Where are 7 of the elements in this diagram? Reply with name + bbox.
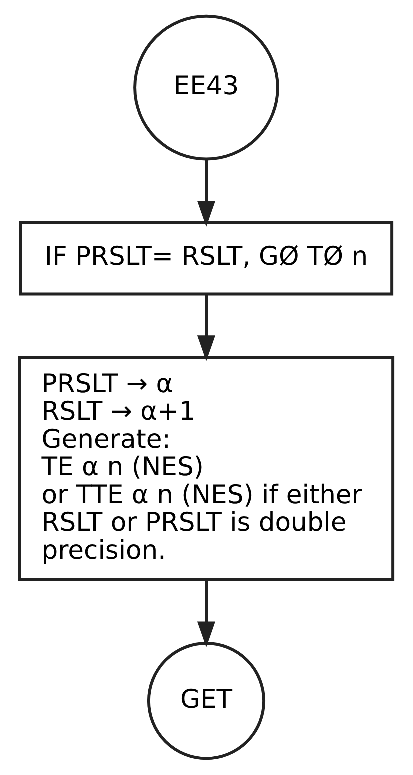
node-circle: GET bbox=[147, 642, 266, 760]
arrow bbox=[197, 580, 216, 648]
node-box: IF PRSLT= RSLT, GØ TØ n bbox=[19, 221, 394, 296]
node-box: PRSLT → α RSLT → α+1 Generate: TE α n (NES) or TTE α n (NES) if either RSLT or PRSLT is double precision. bbox=[18, 356, 395, 582]
arrow bbox=[197, 160, 216, 228]
arrow bbox=[197, 294, 216, 362]
node-circle: EE43 bbox=[134, 14, 280, 161]
